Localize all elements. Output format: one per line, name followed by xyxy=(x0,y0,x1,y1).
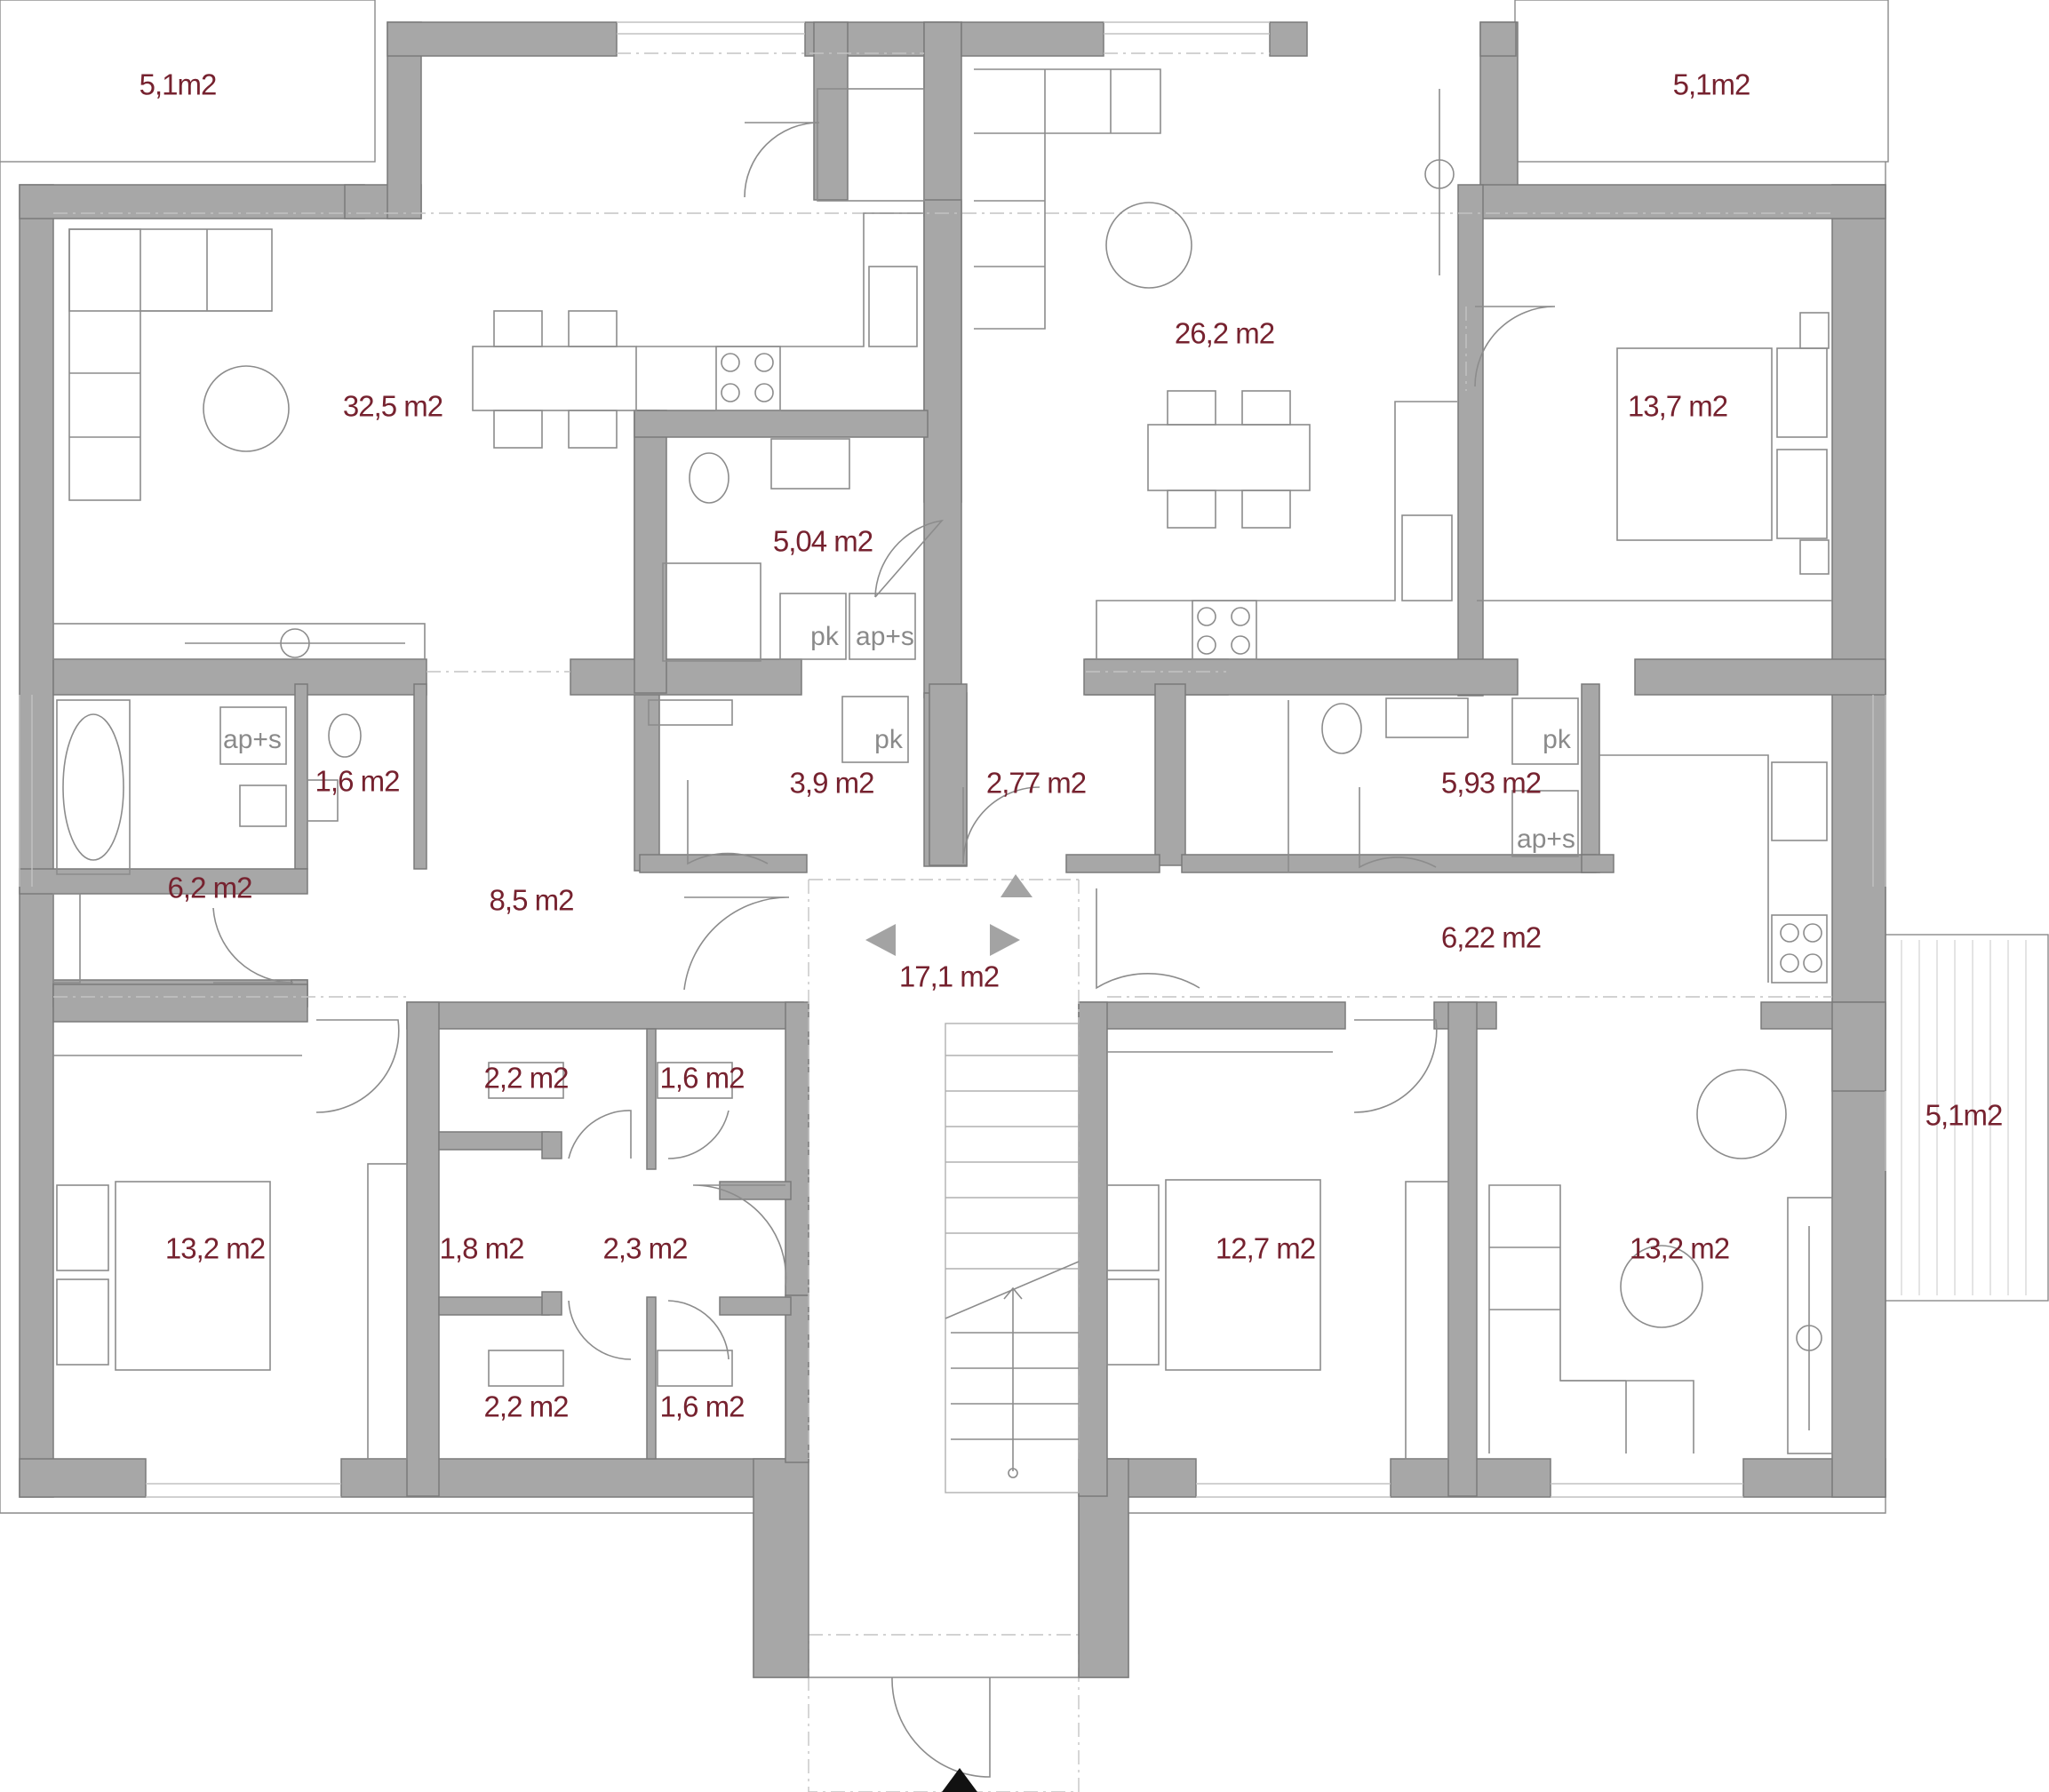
fixture-label-ap-s: ap+s xyxy=(223,725,282,754)
furniture xyxy=(52,68,1833,1460)
area-labels: 5,1m2 5,1m2 5,1m2 32,5 m2 26,2 m2 13,7 m… xyxy=(140,68,2004,1423)
room-area-label: 6,22 m2 xyxy=(1441,921,1541,954)
balcony-e-area: 5,1m2 xyxy=(1925,1099,2003,1132)
room-area-label: 8,5 m2 xyxy=(490,884,574,917)
entrance-arrow xyxy=(942,1768,977,1792)
room-area-label: 1,8 m2 xyxy=(440,1232,524,1265)
room-area-label: 2,77 m2 xyxy=(986,767,1086,800)
fixture-label-pk: pk xyxy=(1543,725,1572,754)
arrow-right xyxy=(990,924,1020,956)
room-area-label: 1,6 m2 xyxy=(315,765,400,798)
fixture-label-pk: pk xyxy=(874,725,904,754)
room-area-label: 17,1 m2 xyxy=(899,960,999,993)
room-area-label: 26,2 m2 xyxy=(1175,317,1274,350)
doors xyxy=(212,122,1556,1778)
room-area-label: 32,5 m2 xyxy=(343,390,442,423)
fixture-label-ap-s: ap+s xyxy=(1517,824,1575,854)
room-area-label: 2,3 m2 xyxy=(603,1232,688,1265)
room-area-label: 2,2 m2 xyxy=(484,1062,569,1095)
balconies xyxy=(0,0,2049,1302)
room-area-label: 2,2 m2 xyxy=(484,1390,569,1423)
room-area-label: 13,2 m2 xyxy=(165,1232,265,1265)
windows xyxy=(19,21,1886,1498)
balcony-ne-area: 5,1m2 xyxy=(1673,68,1750,101)
walls xyxy=(19,21,1886,1678)
arrow-left xyxy=(865,924,896,956)
room-area-label: 12,7 m2 xyxy=(1216,1232,1315,1265)
arrow-up xyxy=(1001,874,1032,897)
room-area-label: 5,04 m2 xyxy=(773,525,873,558)
room-area-label: 13,7 m2 xyxy=(1628,390,1727,423)
balcony-nw-area: 5,1m2 xyxy=(140,68,217,101)
room-area-label: 13,2 m2 xyxy=(1630,1232,1729,1265)
room-area-label: 6,2 m2 xyxy=(168,872,252,904)
arrows xyxy=(865,874,1032,1792)
fixture-label-ap-s: ap+s xyxy=(856,622,914,651)
stairs xyxy=(945,1023,1080,1493)
room-area-label: 1,6 m2 xyxy=(660,1062,745,1095)
fixture-labels: pk ap+s ap+s pk pk ap+s xyxy=(223,622,1575,854)
room-area-label: 5,93 m2 xyxy=(1441,767,1541,800)
room-area-label: 3,9 m2 xyxy=(790,767,874,800)
room-area-label: 1,6 m2 xyxy=(660,1390,745,1423)
fixture-label-pk: pk xyxy=(810,622,840,651)
